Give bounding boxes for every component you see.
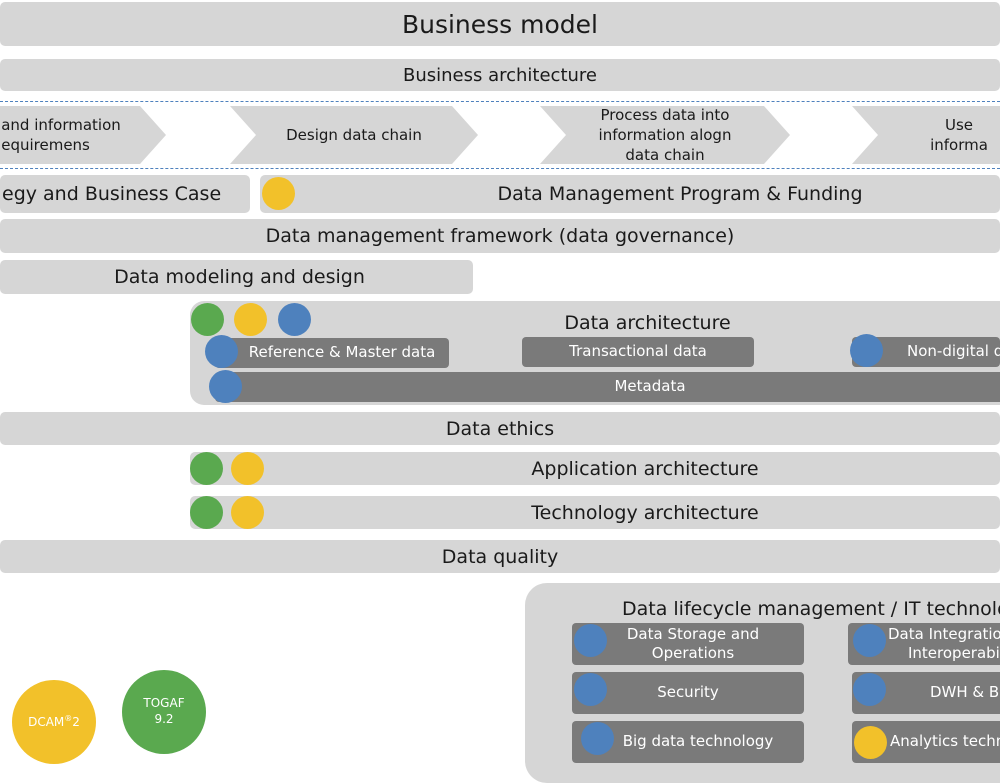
togaf-badge: TOGAF 9.2 [122, 670, 206, 754]
dcam-registered-mark: ® [64, 713, 73, 723]
dwh-label: DWH & B [930, 683, 1000, 702]
blue-marker-icon [850, 334, 883, 367]
process-step-use: Use informa [852, 106, 1000, 164]
process-bottom-divider [0, 168, 1000, 169]
strategy-business-case-bar: egy and Business Case [0, 175, 250, 213]
business-model-layer: Business model [0, 2, 1000, 46]
data-management-framework-layer: Data management framework (data governan… [0, 219, 1000, 253]
analytics-label: Analytics techn [890, 732, 1000, 751]
data-storage-box: Data Storage and Operations [572, 623, 804, 665]
togaf-badge-label: TOGAF [143, 696, 185, 711]
lifecycle-title: Data lifecycle management / IT technolog… [622, 598, 1000, 620]
process-step-design: Design data chain [230, 106, 478, 164]
process-step-design-label: Design data chain [286, 125, 422, 144]
metadata-label: Metadata [614, 377, 686, 396]
technology-architecture-label: Technology architecture [531, 501, 759, 524]
yellow-marker-icon [854, 726, 887, 759]
business-model-label: Business model [401, 9, 599, 39]
application-architecture-label: Application architecture [531, 457, 759, 480]
security-label: Security [657, 683, 719, 702]
metadata-box: Metadata [215, 372, 1000, 402]
process-step-process-line3: data chain [625, 146, 705, 165]
yellow-marker-icon [262, 177, 295, 210]
data-management-framework-label: Data management framework (data governan… [265, 225, 735, 247]
process-step-requirements-line1: and information [1, 115, 121, 134]
process-step-process-line2: information alogn [598, 125, 732, 144]
process-top-divider [0, 101, 1000, 102]
yellow-marker-icon [234, 303, 267, 336]
data-integration-line1: Data Integratio [888, 624, 1000, 643]
green-marker-icon [190, 496, 223, 529]
blue-marker-icon [581, 722, 614, 755]
blue-marker-icon [574, 673, 607, 706]
blue-marker-icon [853, 624, 886, 657]
green-marker-icon [190, 452, 223, 485]
data-storage-line1: Data Storage and [626, 624, 760, 643]
reference-master-data-box: Reference & Master data [215, 338, 449, 368]
process-step-requirements: and information equiremens [0, 106, 166, 164]
big-data-label: Big data technology [622, 732, 774, 751]
data-quality-label: Data quality [441, 545, 559, 568]
yellow-marker-icon [231, 496, 264, 529]
data-quality-layer: Data quality [0, 540, 1000, 573]
business-architecture-layer: Business architecture [0, 59, 1000, 91]
process-step-requirements-line2: equiremens [1, 136, 90, 154]
security-box: Security [572, 672, 804, 714]
green-marker-icon [191, 303, 224, 336]
data-integration-line2: Interoperabi [908, 644, 1000, 662]
blue-marker-icon [278, 303, 311, 336]
strategy-business-case-label: egy and Business Case [2, 183, 222, 205]
data-storage-line2: Operations [651, 644, 735, 662]
togaf-badge-version: 9.2 [154, 712, 174, 726]
transactional-data-label: Transactional data [569, 342, 707, 361]
transactional-data-box: Transactional data [522, 337, 754, 367]
process-step-use-label: Use informa [930, 115, 988, 154]
business-architecture-label: Business architecture [402, 64, 597, 86]
process-step-process-line1: Process data into [600, 105, 730, 124]
process-step-process: Process data into information alogn data… [540, 106, 790, 164]
dcam-badge-label: DCAM [28, 714, 65, 729]
program-funding-label: Data Management Program & Funding [497, 183, 863, 205]
technology-architecture-bar: Technology architecture [190, 496, 1000, 529]
reference-master-data-label: Reference & Master data [248, 343, 436, 362]
program-funding-bar: Data Management Program & Funding [260, 175, 1000, 213]
data-modeling-bar: Data modeling and design [0, 260, 473, 294]
data-ethics-label: Data ethics [445, 417, 555, 440]
data-architecture-title: Data architecture [564, 312, 731, 334]
blue-marker-icon [209, 370, 242, 403]
blue-marker-icon [205, 335, 238, 368]
application-architecture-bar: Application architecture [190, 452, 1000, 485]
dcam-badge: DCAM®2 [12, 680, 96, 764]
blue-marker-icon [574, 624, 607, 657]
yellow-marker-icon [231, 452, 264, 485]
blue-marker-icon [853, 673, 886, 706]
dcam-badge-version: 2 [72, 714, 80, 729]
data-ethics-layer: Data ethics [0, 412, 1000, 445]
non-digital-data-label: Non-digital d [907, 342, 1000, 361]
data-modeling-label: Data modeling and design [114, 266, 365, 288]
